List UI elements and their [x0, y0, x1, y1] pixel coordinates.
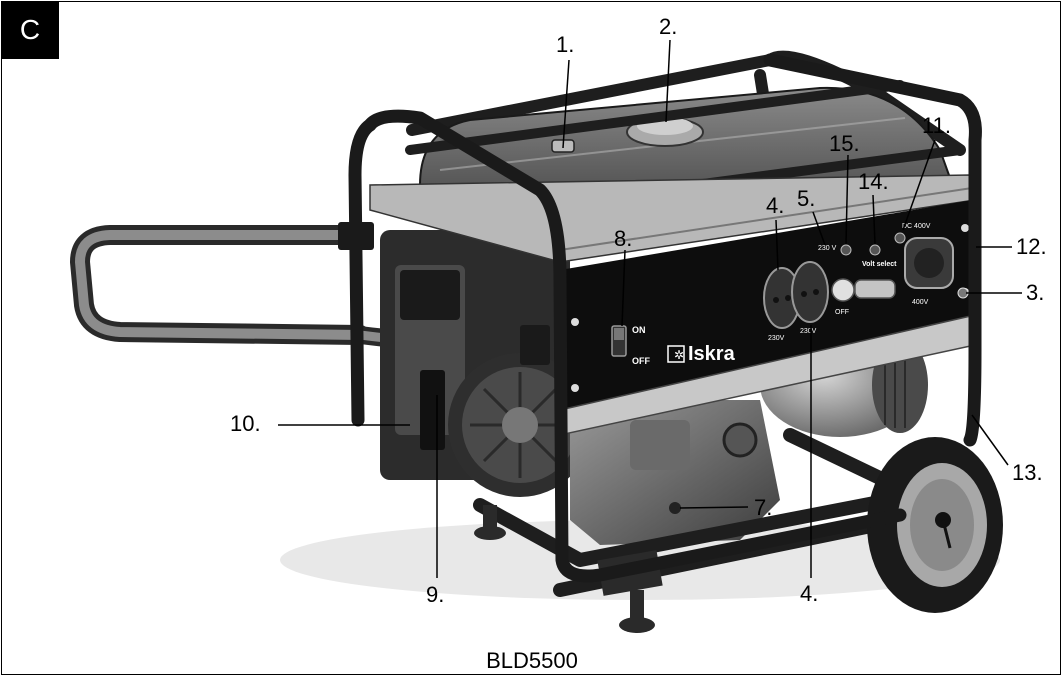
callout-2: 2. — [659, 14, 678, 39]
callout-9: 9. — [426, 582, 445, 607]
leader-lines — [278, 39, 1022, 578]
switch-on-label: ON — [632, 325, 646, 335]
callout-1: 1. — [556, 32, 575, 57]
callout-10: 10. — [230, 411, 261, 436]
volt-select-label: Volt select — [862, 261, 897, 268]
socket-mid-label: 230V — [800, 328, 817, 335]
callout-11: 11. — [922, 113, 951, 138]
socket-right-label: 400V — [912, 299, 929, 306]
on-off-switch: ON OFF — [611, 325, 650, 366]
callout-3: 3. — [1026, 280, 1045, 305]
brand-logo: ✲ Iskra — [667, 343, 736, 365]
front-frame — [348, 53, 982, 583]
handle-brackets — [338, 222, 550, 365]
callout-4-top: 4. — [766, 193, 785, 218]
socket-left-label: 230V — [768, 335, 785, 342]
breaker-15 — [840, 244, 852, 256]
socket-400v: 400V DC 400V — [894, 223, 954, 306]
callout-12: 12. — [1016, 234, 1047, 259]
brand-name: Iskra — [688, 343, 736, 365]
section-label: C — [1, 1, 59, 59]
callout-13: 13. — [1012, 460, 1043, 485]
dc-label: DC 400V — [902, 223, 931, 230]
crankcase — [570, 400, 780, 545]
rubber-feet — [474, 505, 655, 633]
small-230-label: 230 V — [818, 245, 837, 252]
socket-230v-mid: 230V — [791, 261, 829, 335]
callout-14: 14. — [858, 169, 889, 194]
frame-strip-upper — [369, 174, 976, 263]
switch-off-label: OFF — [632, 356, 650, 366]
selector-off-label: OFF — [835, 309, 849, 316]
voltage-selector: OFF Volt select — [831, 244, 897, 316]
callout-4-bottom: 4. — [800, 581, 819, 606]
brand-logo-mark: ✲ — [674, 348, 684, 362]
model-caption: BLD5500 — [486, 648, 578, 673]
callout-8: 8. — [614, 226, 633, 251]
callout-15: 15. — [829, 131, 860, 156]
callout-5: 5. — [797, 186, 816, 211]
callout-7: 7. — [754, 495, 773, 520]
wheel — [867, 437, 1003, 613]
